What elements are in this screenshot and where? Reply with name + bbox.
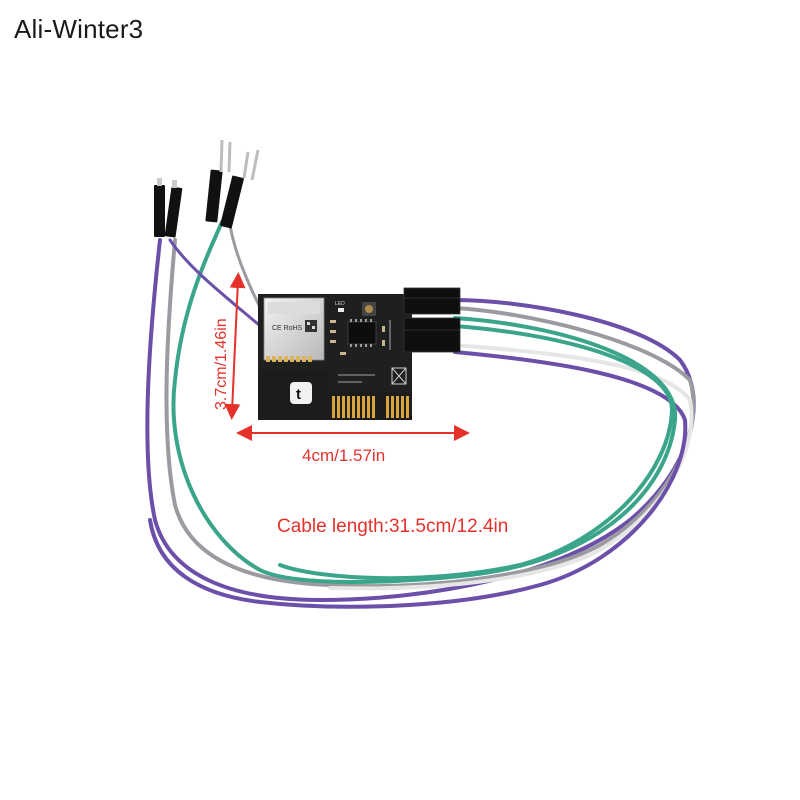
led-label: LED xyxy=(335,301,345,307)
module-certification-mark: CE RoHS xyxy=(272,325,303,332)
brand-watermark: Ali-Winter3 xyxy=(14,14,144,44)
wire-purple-loop-2 xyxy=(148,350,688,609)
brand-logo-badge: t xyxy=(290,382,312,404)
controller-chip xyxy=(347,321,377,345)
cable-length-label: Cable length:31.5cm/12.4in xyxy=(277,516,508,537)
height-dimension: 3.7cm/1.46in xyxy=(213,272,246,420)
gold-edge-contacts xyxy=(328,392,412,420)
wire-to-left-connectors xyxy=(168,238,267,332)
dupont-connectors-left xyxy=(154,178,183,238)
width-dimension-label: 4cm/1.57in xyxy=(302,446,385,465)
header-connectors xyxy=(403,287,461,353)
dupont-connectors-right xyxy=(205,139,260,229)
qr-code-icon xyxy=(305,320,317,332)
height-dimension-label: 3.7cm/1.46in xyxy=(213,318,230,410)
led-indicator xyxy=(338,308,344,312)
width-dimension: 4cm/1.57in xyxy=(236,425,470,465)
wifi-module: CE RoHS xyxy=(263,297,325,362)
pcie-board: CE RoHS LED xyxy=(258,294,412,420)
wire-green-right xyxy=(278,324,675,581)
tactile-button xyxy=(362,302,376,316)
disposal-symbol-icon xyxy=(391,367,407,385)
wire-gray-loop xyxy=(164,238,696,589)
svg-text:t: t xyxy=(296,386,301,403)
cable-bundle xyxy=(145,220,696,609)
